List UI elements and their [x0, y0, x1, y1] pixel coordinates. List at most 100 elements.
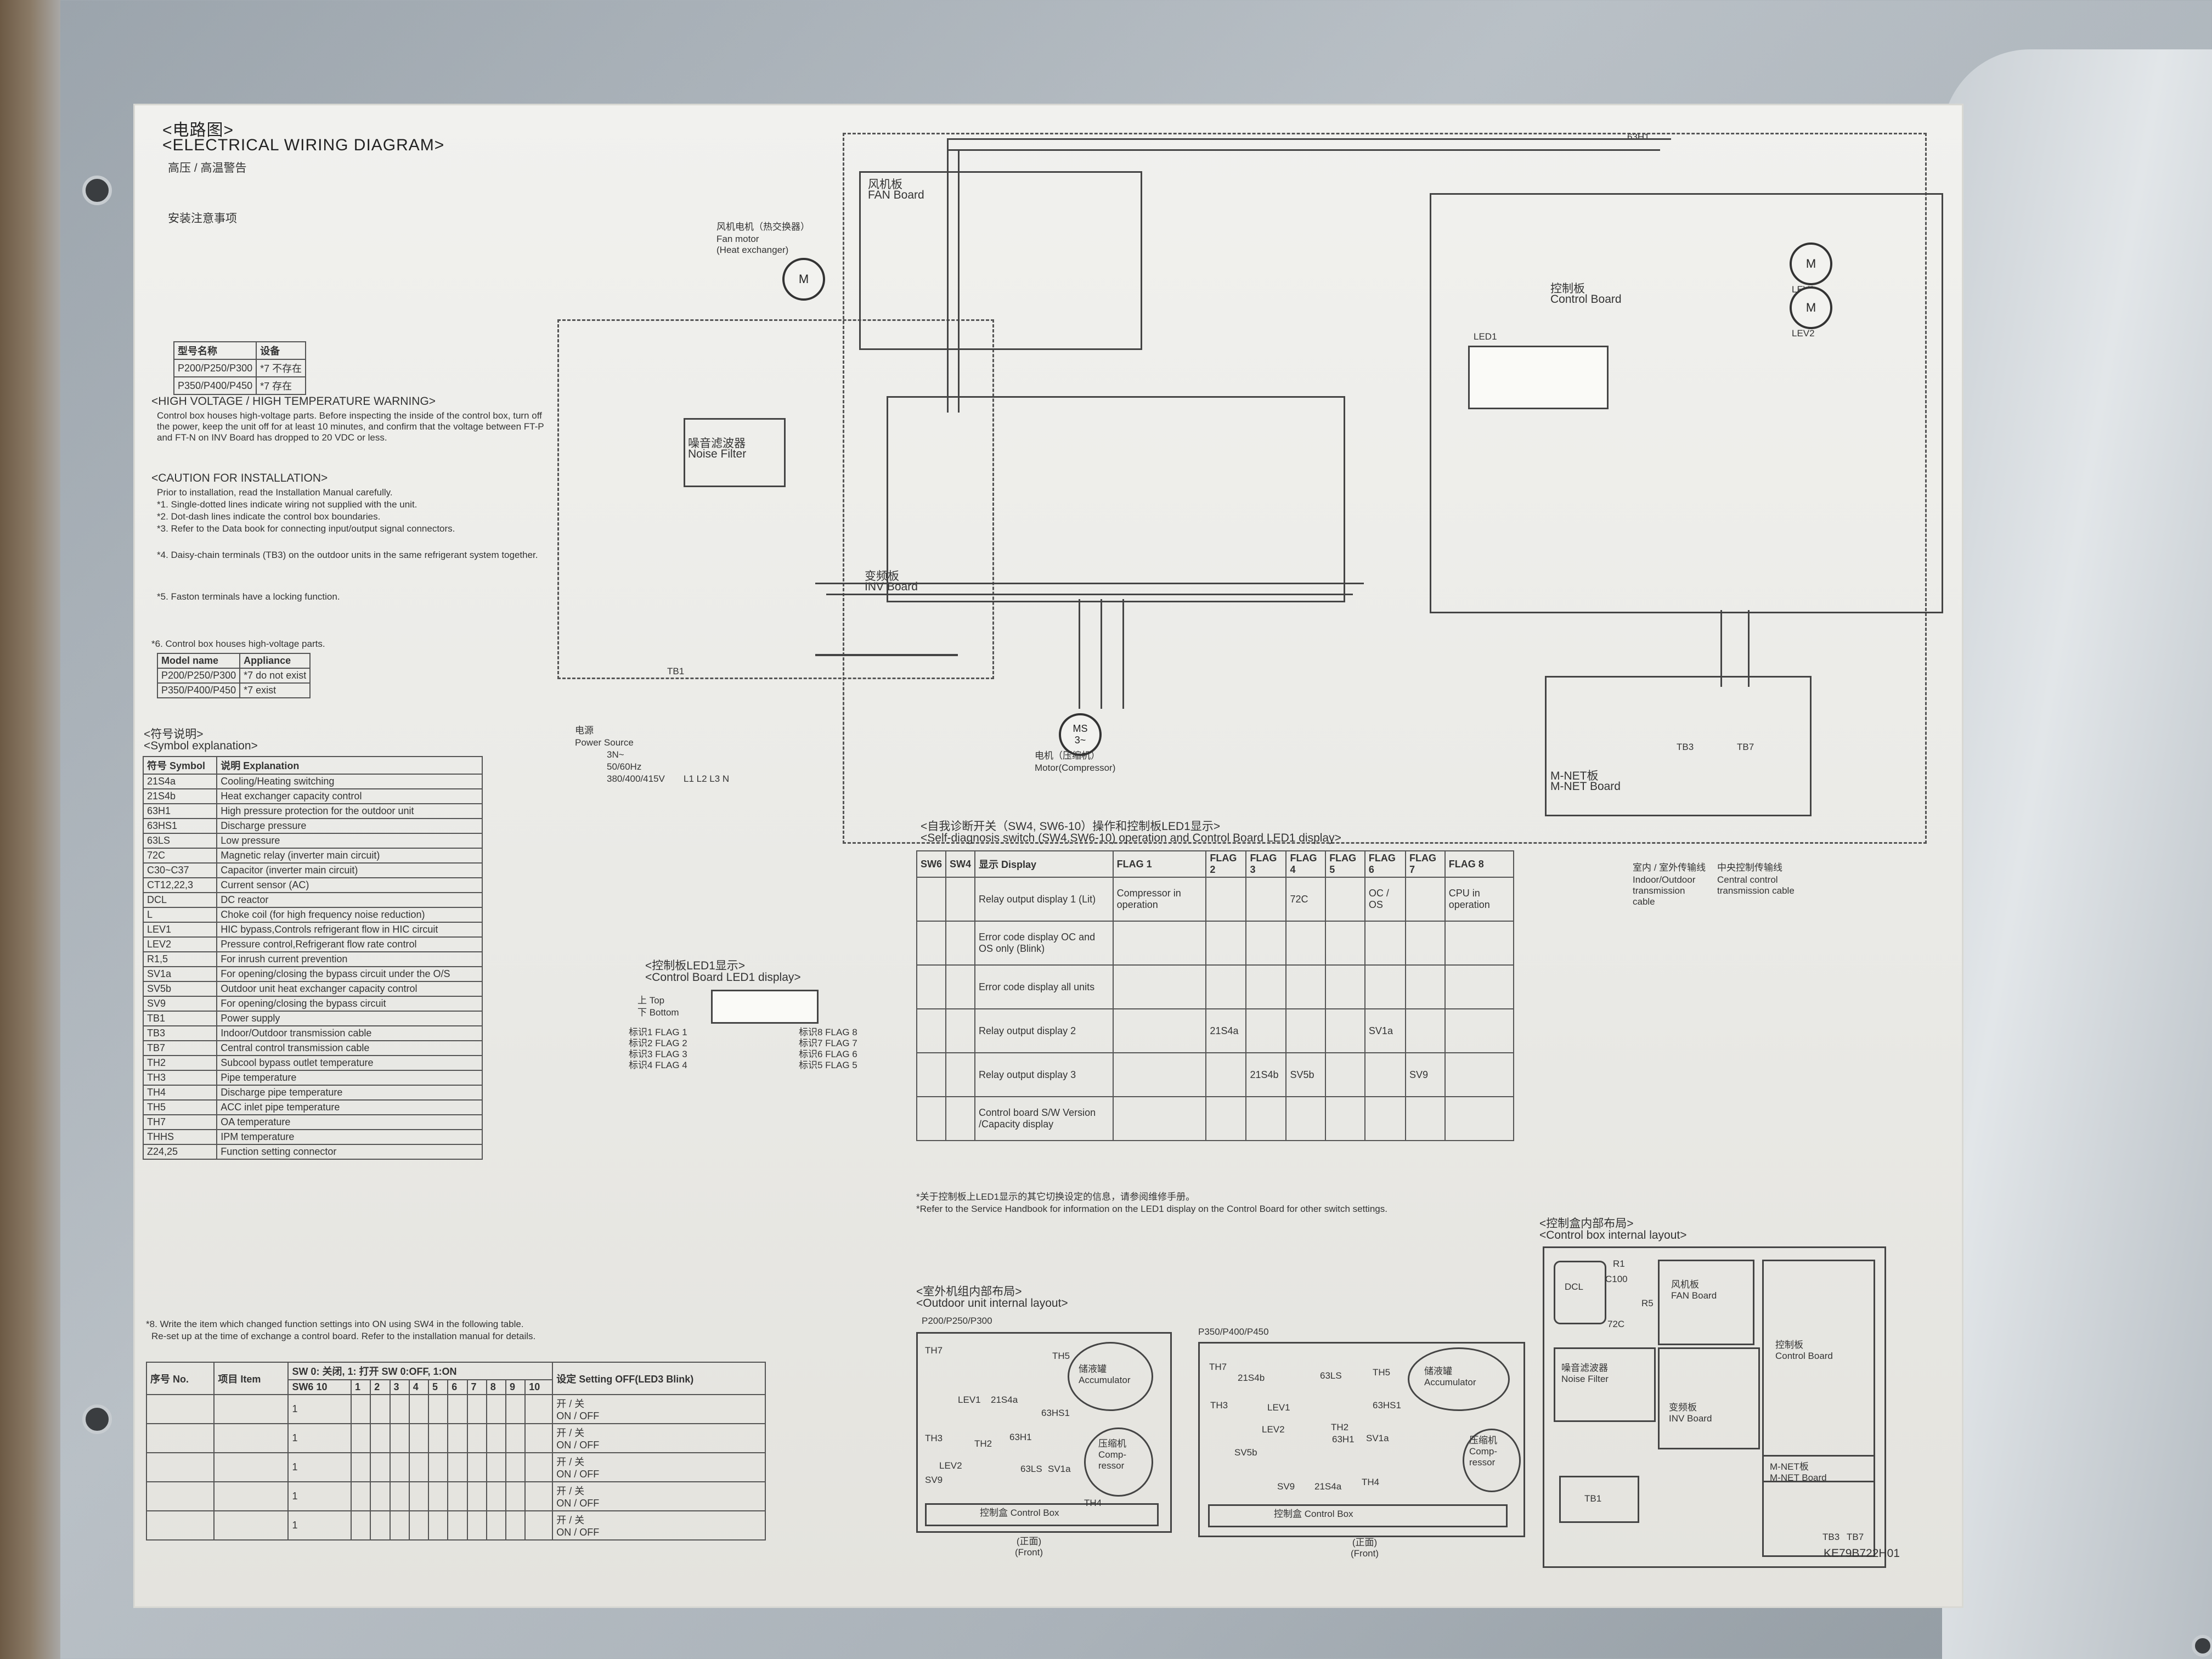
control-board-slot-label: 控制板 Control Board [1775, 1340, 1833, 1361]
part-label: 21S4b [1238, 1373, 1265, 1383]
wire [1122, 599, 1124, 709]
compressor-label: 压缩机 Comp- ressor [1098, 1438, 1127, 1471]
item-header: 项目 Item [213, 1362, 289, 1395]
table-row: Error code display all units [916, 964, 1515, 1009]
symbol-cell: R1,5 [142, 951, 218, 967]
cell: *7 exist [239, 682, 311, 698]
symbols-heading-en: <Symbol explanation> [144, 740, 258, 752]
accumulator-label: 储液罐 Accumulator [1424, 1366, 1476, 1387]
sw4-cell [524, 1452, 554, 1482]
explanation-cell: ACC inlet pipe temperature [216, 1099, 483, 1115]
sw4-cell [524, 1423, 554, 1453]
tb3-label: TB3 [1677, 742, 1694, 752]
power-source-en: Power Source [575, 737, 634, 748]
cell: Model name [156, 653, 241, 669]
flag-cell [1325, 1052, 1365, 1097]
wire [947, 138, 949, 413]
sw4-cell [505, 1423, 526, 1453]
power-spec: 380/400/415V [607, 774, 665, 784]
function-note: Re-set up at the time of exchange a cont… [151, 1331, 536, 1341]
sw-header: SW 0: 关闭, 1: 打开 SW 0:OFF, 1:ON [287, 1362, 554, 1380]
fan-board [859, 171, 1142, 350]
control-board-cn: 控制板 [1550, 283, 1585, 295]
display-cell: Relay output display 3 [974, 1052, 1114, 1097]
symbol-cell: TH2 [142, 1055, 218, 1071]
flag-header: FLAG 4 [1285, 850, 1327, 878]
tb1-slot [1559, 1476, 1639, 1523]
flag-cell [1245, 921, 1287, 966]
noise-filter [684, 418, 786, 487]
tb7-slot-label: TB7 [1847, 1532, 1864, 1542]
sw4-cell [447, 1510, 468, 1541]
flag-cell [1364, 1096, 1406, 1141]
selfdiag-note-cn: *关于控制板上LED1显示的其它切换设定的信息，请参阅维修手册。 [916, 1192, 1195, 1202]
sw4-cell [427, 1423, 449, 1453]
wire [947, 138, 1671, 140]
part-label: TH3 [925, 1433, 943, 1443]
flag-cell: 72C [1285, 877, 1327, 922]
part-label: 63HS1 [1373, 1400, 1401, 1410]
part-label: SV9 [925, 1475, 943, 1485]
flag-cell [1112, 1052, 1207, 1097]
flag-cell: 21S4b [1245, 1052, 1287, 1097]
part-label: LEV1 [958, 1395, 981, 1405]
symbol-cell: TH4 [142, 1085, 218, 1101]
caution-heading: <CAUTION FOR INSTALLATION> [151, 472, 328, 484]
sw4-cell [389, 1510, 410, 1541]
digit-header: 7 [466, 1379, 487, 1395]
symbol-cell: TH5 [142, 1099, 218, 1115]
sw4-cell [350, 1510, 371, 1541]
mounting-hole [82, 1404, 112, 1434]
led-panel-heading-cn: <控制板LED1显示> [645, 960, 746, 972]
wire [1101, 599, 1102, 709]
control-board-slot [1762, 1260, 1875, 1482]
explanation-cell: Low pressure [216, 833, 483, 849]
flag-cell [1364, 964, 1406, 1009]
sw4-cell [427, 1394, 449, 1424]
setting-cell: 开 / 关 ON / OFF [552, 1481, 766, 1511]
digit-header: 6 [447, 1379, 468, 1395]
part-label: SV1a [1366, 1433, 1389, 1443]
explanation-cell: Heat exchanger capacity control [216, 788, 483, 804]
symbol-cell: 21S4b [142, 788, 218, 804]
lev2-label: LEV2 [1792, 328, 1815, 338]
wire [1720, 610, 1722, 687]
sw4-cell [466, 1481, 487, 1511]
sw6-cell [916, 1052, 947, 1097]
flag-cell [1205, 1096, 1247, 1141]
sw6-cell [916, 877, 947, 922]
cell: SW6 [916, 850, 947, 878]
cell: P350/P400/P450 [156, 682, 241, 698]
symbol-cell: LEV2 [142, 936, 218, 952]
flag-cell [1112, 921, 1207, 966]
explanation-cell: Capacitor (inverter main circuit) [216, 862, 483, 878]
digit-header: 9 [505, 1379, 526, 1395]
symbol-cell: TB1 [142, 1011, 218, 1026]
symbol-cell: 21S4a [142, 774, 218, 789]
explanation-cell: Magnetic relay (inverter main circuit) [216, 848, 483, 864]
cell: 显示 Display [974, 850, 1114, 878]
indoor-cable-en: Indoor/Outdoor transmission cable [1633, 874, 1696, 907]
sw4-cell [370, 1481, 391, 1511]
title-cn: <电路图> [162, 121, 234, 139]
flag-cell [1444, 1052, 1515, 1097]
selfdiag-note-en: *Refer to the Service Handbook for infor… [916, 1204, 1387, 1214]
flag-cell [1245, 1008, 1287, 1053]
selfdiag-heading-cn: <自我诊断开关（SW4, SW6-10）操作和控制板LED1显示> [921, 820, 1221, 833]
flag-cell [1245, 877, 1287, 922]
sw6-cell: 1 [287, 1510, 352, 1541]
sw4-cell [370, 1394, 391, 1424]
